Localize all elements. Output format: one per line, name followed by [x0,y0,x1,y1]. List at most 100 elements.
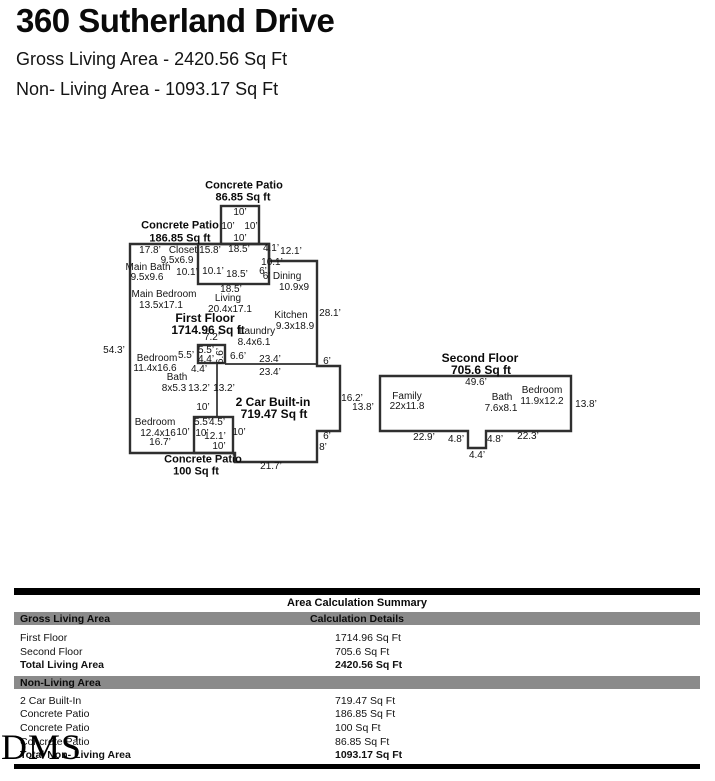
plan-label: 10.1’ [202,266,224,277]
row-value: 705.6 Sq Ft [335,645,390,658]
plan-label: 6.6’ [229,351,247,362]
row-value: 186.85 Sq Ft [335,708,396,721]
plan-label: Main Bedroom [131,289,197,300]
plan-label: 54.3’ [103,345,125,356]
plan-label: 28.1’ [319,308,341,319]
plan-label: 10’ [212,441,226,452]
plan-label: 17.8’ [139,245,161,256]
plan-label: 10’ [196,402,210,413]
plan-label: 4.4’ [468,450,486,461]
plan-label: 8.4x6.1 [237,337,271,348]
area-calculation-summary: Area Calculation Summary Gross Living Ar… [14,588,700,769]
plan-label: 8x5.3 [161,383,187,394]
plan-label: Second Floor [441,351,519,365]
table-row: Concrete Patio 86.85 Sq Ft [14,735,700,749]
plan-label: 11.9x12.2 [520,396,564,407]
table-bottom-bar [14,763,700,769]
row-label: Concrete Patio [20,735,90,748]
plan-label: 18.5’ [220,284,242,295]
plan-label: 10’ [244,221,258,232]
plan-label: 22.3’ [517,431,539,442]
plan-label: Closet [168,245,198,256]
plan-label: First Floor [175,311,235,325]
plan-label: 22x11.8 [389,401,425,412]
plan-label: 4.4’ [190,364,208,375]
plan-label: Bath [491,392,513,403]
first-floor-outline [128,242,342,464]
plan-label: 6’ [323,431,331,442]
table-row: First Floor 1714.96 Sq Ft [14,631,700,645]
plan-label: 6’ [323,356,331,367]
plan-label: 6’ [259,266,267,277]
plan-label: 4.8’ [486,434,504,445]
plan-label: 10.9x9 [278,282,310,293]
gross-living-area-header: Gross Living Area [20,613,111,625]
table-row: Second Floor 705.6 Sq Ft [14,645,700,659]
row-value: 2420.56 Sq Ft [335,659,403,672]
plan-label: 12.1’ [204,431,226,442]
plan-label: Main Bath [125,262,171,273]
plan-label: 10’ [195,428,209,439]
row-value: 1093.17 Sq Ft [335,749,403,762]
plan-label: 4.5’ [208,417,226,428]
plan-label: 4.1’ [262,243,280,254]
watermark: DMS [1,727,83,767]
plan-label: 2 Car Built-in [235,395,311,409]
row-label: First Floor [20,632,68,644]
patio-100-outline [192,415,235,455]
plan-label: Bedroom [134,417,176,428]
plan-label: 13.8’ [352,402,374,413]
plan-label: Bedroom [521,385,563,396]
plan-label: 6.6’ [215,347,226,365]
plan-label: 10’ [232,427,246,438]
plan-label: Laundry [238,326,276,337]
plan-label: 719.47 Sq ft [240,407,308,421]
plan-label: 7.6x8.1 [484,403,518,414]
plan-label: 13.8’ [575,399,597,410]
plan-label: 5.5’ [197,345,215,356]
plan-label: Family [392,391,422,402]
plan-label: 12.1’ [280,246,302,257]
plan-label: 7.2’ [203,332,221,343]
gross-living-header-row: Gross Living Area Calculation Details [14,612,700,625]
row-value: 86.85 Sq Ft [335,735,390,748]
plan-label: 10.1’ [261,257,283,268]
plan-label: 9.3x18.9 [275,321,315,332]
table-title: Area Calculation Summary [287,597,427,609]
plan-label: Concrete Patio [141,219,219,232]
report-header: 360 Sutherland Drive Gross Living Area -… [16,2,335,100]
plan-label: Bath [166,372,188,383]
non-living-header-row: Non-Living Area [14,675,700,689]
row-value: 1714.96 Sq Ft [335,632,401,644]
row-label: Total Living Area [20,659,105,672]
row-value: 719.47 Sq Ft [335,694,396,707]
plan-label: 5.5’ [193,417,211,428]
floor-plan-outlines [128,204,573,464]
plan-label: 21.7’ [260,461,282,472]
plan-label: 100 Sq ft [173,465,219,478]
plan-label: 16.2’ [341,393,363,404]
plan-label: 13.5x17.1 [139,300,183,311]
plan-label: 4.4’ [197,354,215,365]
plan-label: 9.5x6.9 [160,255,194,266]
plan-label: 8’ [319,442,327,453]
plan-label: Living [214,293,242,304]
row-label: 2 Car Built-In [20,694,82,707]
plan-label: 10’ [221,221,235,232]
plan-label: Kitchen [274,310,308,321]
plan-label: 186.85 Sq ft [149,232,211,245]
page-title: 360 Sutherland Drive [16,2,335,39]
non-living-area-subtitle: Non- Living Area - 1093.17 Sq Ft [16,79,279,99]
plan-label: 86.85 Sq ft [215,191,271,204]
table-row-total-nonliving: Total Non- Living Area 1093.17 Sq Ft [14,748,700,762]
table-row: 2 Car Built-In 719.47 Sq Ft [14,694,700,708]
plan-label: 9.5x9.6 [130,272,164,283]
stair-box-outline [196,343,227,365]
gross-living-area-subtitle: Gross Living Area - 2420.56 Sq Ft [16,49,288,69]
plan-label: Concrete Patio [205,179,283,192]
plan-label: 22.9’ [413,432,435,443]
calculation-details-header: Calculation Details [310,613,404,625]
plan-label: 49.6’ [465,377,487,388]
